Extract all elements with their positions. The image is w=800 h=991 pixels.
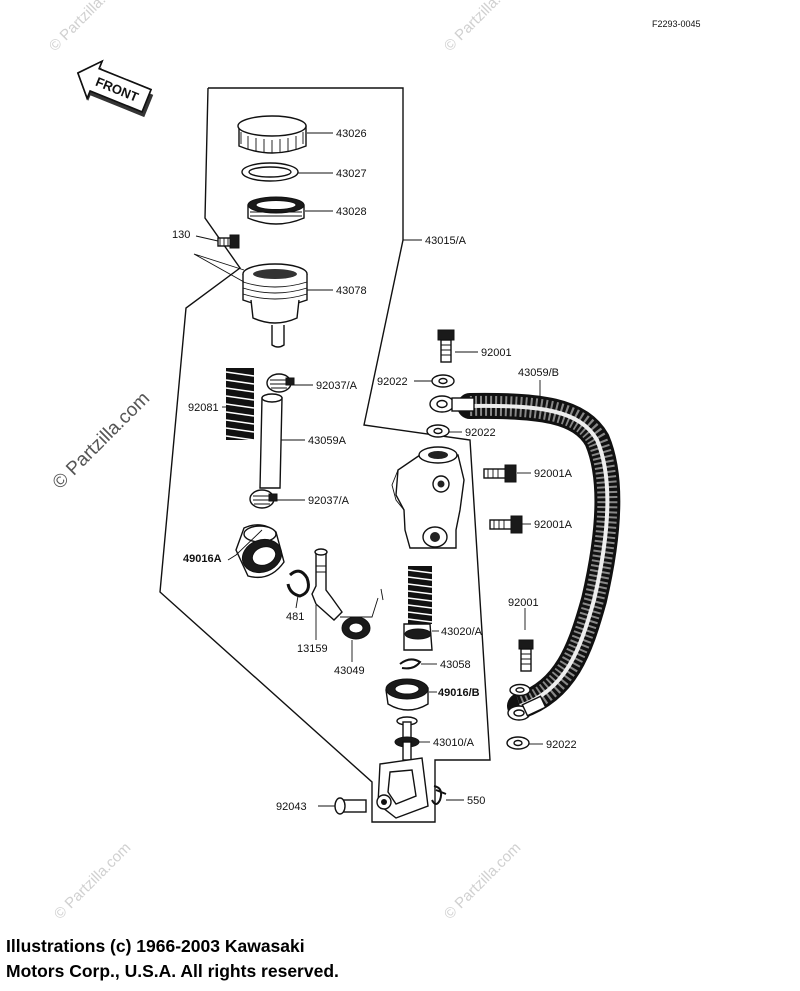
label-43028: 43028 <box>336 206 367 218</box>
piston-spring <box>407 566 433 624</box>
label-43058: 43058 <box>440 659 471 671</box>
retaining-ring <box>399 658 422 670</box>
label-92022-mid: 92022 <box>465 427 496 439</box>
fitting-nut <box>341 616 371 640</box>
label-43010a: 43010/A <box>433 737 475 749</box>
label-49016a: 49016A <box>183 553 222 565</box>
diaphragm <box>247 196 305 225</box>
label-92037a-bottom: 92037/A <box>308 495 350 507</box>
mounting-bolt-upper <box>483 464 517 483</box>
label-43026: 43026 <box>336 128 367 140</box>
front-arrow-icon: FRONT <box>76 59 154 118</box>
washer-middle <box>426 424 450 438</box>
washer-upper-low <box>509 683 531 697</box>
label-43049: 43049 <box>334 665 365 677</box>
hose-fitting <box>311 548 343 621</box>
labels: 43026 43027 43028 130 43015/A 43078 9200… <box>172 128 577 813</box>
label-43027: 43027 <box>336 168 367 180</box>
mounting-bolt-lower <box>489 515 523 534</box>
cotter-pin <box>431 785 447 805</box>
label-92022-top: 92022 <box>377 376 408 388</box>
label-130: 130 <box>172 229 190 241</box>
label-43059b: 43059/B <box>518 367 559 379</box>
hose-clamp-top <box>266 373 295 393</box>
label-43020a: 43020/A <box>441 626 483 638</box>
washer-bottom <box>506 736 530 750</box>
label-92001a-upper: 92001A <box>534 468 573 480</box>
watermark-top-right: © Partzilla.com <box>441 0 524 55</box>
label-43059a: 43059A <box>308 435 347 447</box>
label-550: 550 <box>467 795 485 807</box>
master-cylinder-body <box>391 446 465 549</box>
banjo-bolt-top <box>437 329 455 363</box>
watermark-bottom-left: © Partzilla.com <box>51 839 134 922</box>
label-92081: 92081 <box>188 402 219 414</box>
label-481: 481 <box>286 611 304 623</box>
clevis <box>376 757 429 819</box>
label-92001a-lower: 92001A <box>534 519 573 531</box>
washer-top <box>431 374 455 388</box>
label-92001-low: 92001 <box>508 597 539 609</box>
assembly-outline <box>159 87 491 823</box>
label-92022-low: 92022 <box>546 739 577 751</box>
label-49016b: 49016/B <box>438 687 480 699</box>
dust-boot <box>385 678 429 711</box>
copyright-line-1: Illustrations (c) 1966-2003 Kawasaki <box>6 936 305 956</box>
banjo-bolt-bottom <box>518 639 534 672</box>
diaphragm-plate <box>241 162 299 182</box>
label-13159: 13159 <box>297 643 328 655</box>
reservoir-hose-spring <box>225 368 255 441</box>
reservoir-bolt <box>217 234 240 249</box>
reservoir-body <box>242 263 308 348</box>
piston-assembly <box>403 623 433 651</box>
figure-code: F2293-0045 <box>652 19 701 29</box>
label-92037a-top: 92037/A <box>316 380 358 392</box>
label-43015a: 43015/A <box>425 235 467 247</box>
label-92043: 92043 <box>276 801 307 813</box>
pushrod <box>394 716 420 761</box>
watermark-top-left: © Partzilla.com <box>46 0 129 55</box>
circlip <box>286 569 310 598</box>
reservoir-cap <box>237 115 307 154</box>
watermark-left-middle: © Partzilla.com <box>49 388 154 493</box>
copyright-notice: Illustrations (c) 1966-2003 Kawasaki Mot… <box>6 934 339 984</box>
copyright-line-2: Motors Corp., U.S.A. All rights reserved… <box>6 961 339 981</box>
reservoir-hose <box>259 393 283 489</box>
watermark-bottom-right: © Partzilla.com <box>441 839 524 922</box>
label-43078: 43078 <box>336 285 367 297</box>
label-92001-top: 92001 <box>481 347 512 359</box>
hose-banjo-top <box>429 395 475 413</box>
reservoir-connector <box>235 524 285 579</box>
hose-banjo-bottom <box>507 695 547 721</box>
brake-hose <box>457 392 621 719</box>
clevis-pin <box>334 797 367 815</box>
hose-clamp-bottom <box>249 489 278 509</box>
